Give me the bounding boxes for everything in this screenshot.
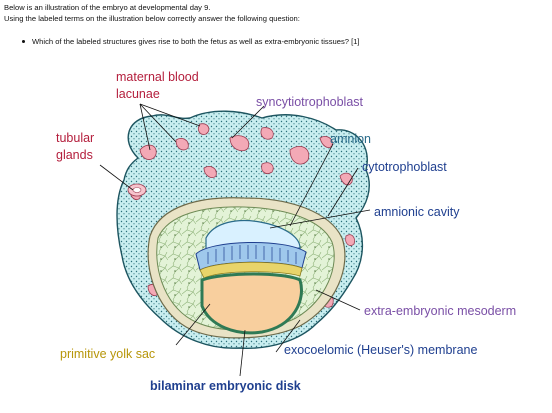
label-lacunae: lacunae — [116, 87, 160, 101]
leader-lines — [99, 103, 371, 377]
label-amnionic-cavity: amnionic cavity — [374, 205, 460, 219]
label-exocoelomic-membrane: exocoelomic (Heuser's) membrane — [284, 343, 478, 357]
label-amnion: amnion — [330, 132, 371, 146]
label-maternal-blood: maternal blood — [116, 70, 199, 84]
label-glands: glands — [56, 148, 93, 162]
question-item: Which of the labeled structures gives ri… — [22, 37, 360, 47]
primitive-yolk-sac — [200, 272, 303, 335]
label-primitive-yolk-sac: primitive yolk sac — [60, 347, 156, 361]
label-tubular: tubular — [56, 131, 95, 145]
tubular-gland — [127, 183, 147, 197]
question-text: Which of the labeled structures gives ri… — [32, 37, 360, 46]
hypoblast-layer — [199, 261, 303, 279]
bullet-icon — [22, 39, 25, 43]
intro-line-2: Using the labeled terms on the illustrat… — [4, 14, 300, 23]
intro-line-1: Below is an illustration of the embryo a… — [4, 3, 211, 12]
label-extra-embryonic-mesoderm: extra-embryonic mesoderm — [364, 304, 517, 318]
label-cytotrophoblast: cytotrophoblast — [362, 160, 447, 174]
label-syncytiotrophoblast: syncytiotrophoblast — [256, 95, 364, 109]
label-bilaminar-embryonic-disk: bilaminar embryonic disk — [150, 379, 301, 393]
